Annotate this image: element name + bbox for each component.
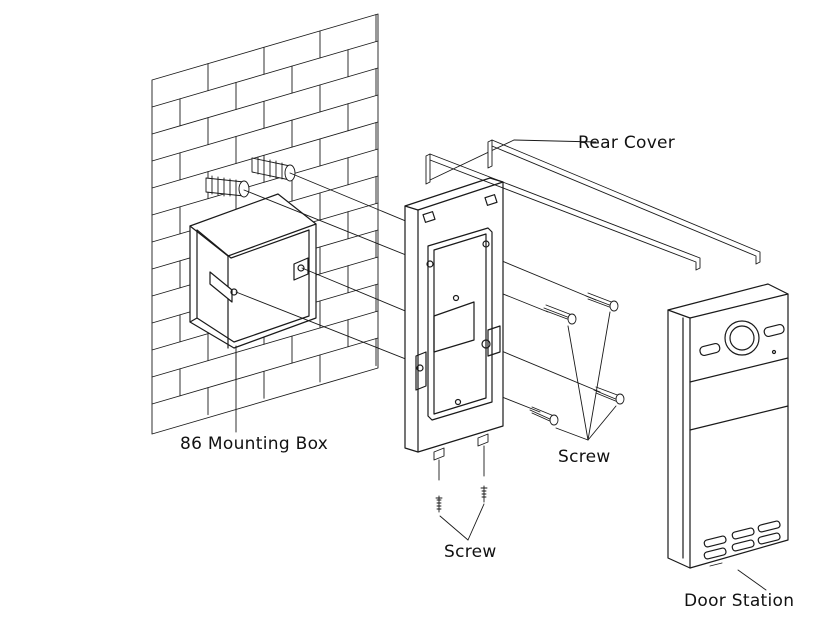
rear-cover [404, 177, 504, 453]
wall-anchor-left [205, 175, 250, 198]
screw-3 [529, 406, 559, 426]
wall-anchor-right [251, 156, 296, 182]
screw-2 [585, 292, 619, 312]
label-door-station: Door Station [684, 591, 794, 611]
label-mounting-box: 86 Mounting Box [180, 434, 328, 454]
label-screw-bottom: Screw [444, 542, 497, 562]
brick-course-line [151, 121, 379, 189]
label-screw-right: Screw [558, 447, 611, 467]
brick-course-line [151, 310, 379, 378]
brick-course-line [151, 148, 379, 216]
screws-right [529, 292, 625, 441]
door-station [667, 283, 789, 591]
screw-4 [593, 386, 625, 405]
mounting-box [189, 193, 317, 349]
top-brackets [425, 139, 761, 271]
brick-course-line [151, 94, 379, 162]
brick-course-line [151, 40, 379, 108]
screw-1 [543, 304, 577, 325]
brick-course-line [151, 67, 379, 135]
brick-course-line [151, 337, 379, 405]
label-rear-cover: Rear Cover [578, 133, 675, 153]
screws-bottom [433, 433, 489, 541]
